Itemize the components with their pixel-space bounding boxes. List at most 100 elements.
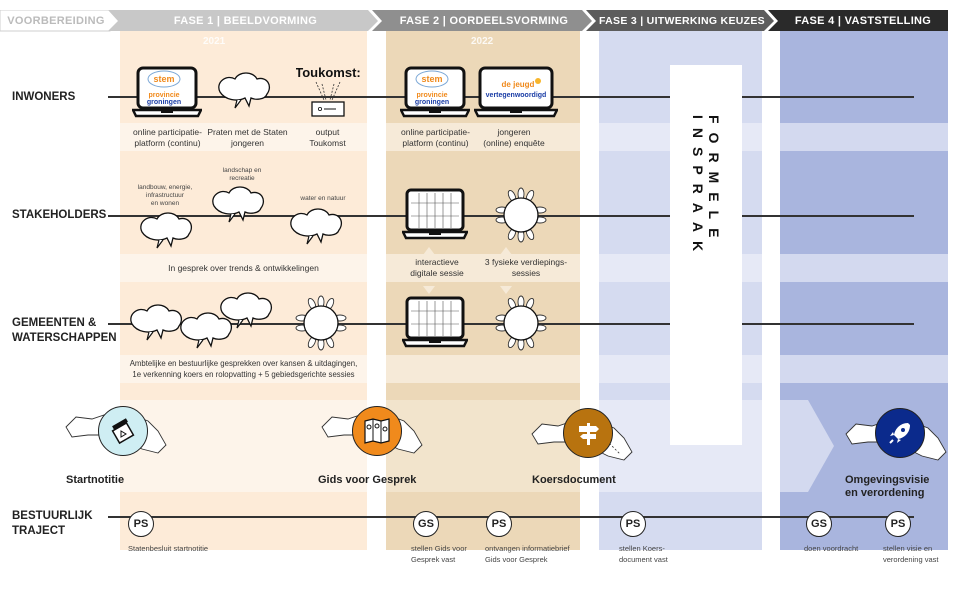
round-table-icon [495,187,547,243]
bestuurlijk-caption: Statenbesluit startnotitie [128,543,208,554]
inwoners-caption: output Toukomst [290,127,365,149]
caption-line: jongeren [230,138,265,148]
topic-line: landschap en [222,167,262,174]
topic-label: landschap en recreatie [212,167,272,183]
caption-line: interactieve [415,257,459,267]
caption-line: doen voordracht [804,544,859,553]
gemeenten-line-right [742,323,914,325]
signpost-icon [563,408,613,458]
inwoners-caption-strip [120,123,948,151]
milestone-line: en verordening [845,487,925,499]
caption-line: platform (continu) [402,138,469,148]
phase-arrows-bg [0,10,948,32]
topic-line: water en natuur [300,195,346,202]
caption-line: jongeren [497,127,531,137]
gs-badge: GS [806,511,832,537]
row-label-inwoners: INWONERS [12,91,76,103]
speech-clouds-icon [140,212,193,249]
phase-fase2: FASE 2 | OORDEELSVORMING [399,14,569,27]
topic-label: water en natuur [288,195,358,203]
physical-session-caption: 3 fysieke verdiepings- sessies [478,257,574,279]
milestone-koersdocument: Koersdocument [532,474,616,486]
caption-line: Praten met de Staten [207,127,288,137]
phase-voorbereiding: VOORBEREIDING [7,14,105,27]
stakeholders-line-right [742,215,914,217]
stakeholders-line [108,215,670,217]
caption-line: output [315,127,340,137]
caption-line: platform (continu) [134,138,201,148]
stakeholders-fase1-caption: In gesprek over trends & ontwikkelingen [168,263,319,273]
round-table-icon [295,295,347,351]
row-label-gemeenten-line1: GEMEENTEN & [12,317,97,329]
bestuurlijk-caption: ontvangen informatiebrief Gids voor Gesp… [485,543,570,565]
caption-line: online participatie- [133,127,202,137]
ps-badge: PS [128,511,154,537]
map-guide-icon [352,406,402,456]
speech-clouds-icon [218,72,271,109]
gs-badge: GS [413,511,439,537]
ps-badge: PS [620,511,646,537]
phase-fase1: FASE 1 | BEELDVORMING [173,14,318,27]
speech-clouds-icon [180,312,233,349]
formele-inspraak-text: FORMELE INSPRAAK [690,115,722,261]
laptop-stem-icon: stem provincie groningen [400,66,470,118]
round-table-icon [495,295,547,351]
caption-line: 3 fysieke verdiepings- [484,257,568,267]
milestone-line: Omgevingsvisie [845,474,930,486]
caption-line: (online) enquête [483,138,545,148]
toukomst-projector-icon: Toukomst: [296,65,360,117]
bestuurlijk-caption: stellen visie en verordening vast [883,543,938,565]
caption-line: ontvangen informatiebrief [485,544,570,553]
bestuurlijk-caption: doen voordracht [804,543,858,554]
row-label-stakeholders: STAKEHOLDERS [12,209,107,221]
caption-line: online participatie- [401,127,470,137]
stakeholders-caption-strip [120,254,948,282]
speech-clouds-icon [130,304,183,341]
connector-triangles [423,247,512,294]
caption-line: document vast [619,555,668,564]
topic-line: recreatie [229,175,255,182]
svg-text:stem: stem [153,74,174,84]
svg-text:stem: stem [421,74,442,84]
topic-line: landbouw, energie, [137,184,193,191]
phase-fase3: FASE 3 | UITWERKING KEUZES [599,14,765,27]
svg-text:provincie: provincie [416,92,447,99]
caption-line: sessies [511,268,541,278]
inwoners-caption: jongeren (online) enquête [474,127,554,149]
phase-fase4: FASE 4 | VASTSTELLING [794,14,932,27]
milestone-startnotitie: Startnotitie [66,474,125,486]
caption-line: Gids voor Gesprek [485,555,548,564]
year-2021: 2021 [203,36,226,47]
svg-text:Toukomst:: Toukomst: [296,65,360,80]
svg-text:groningen: groningen [147,99,181,106]
formele-inspraak-label: FORMELE INSPRAAK [670,115,742,395]
laptop-stem-icon: stem provincie groningen [132,66,202,118]
caption-line: stellen Koers- [619,544,665,553]
laptop-jeugd-icon: de jeugd vertegenwoordigd [474,66,558,118]
inwoners-caption: online participatie- platform (continu) [125,127,210,149]
caption-line: Toukomst [309,138,346,148]
inwoners-line [108,96,670,98]
digital-session-caption: interactieve digitale sessie [400,257,474,279]
gemeenten-caption: Ambtelijke en bestuurlijke gesprekken ov… [120,358,367,380]
rocket-icon [875,408,925,458]
row-label-gemeenten-line2: WATERSCHAPPEN [12,332,117,344]
row-label-bestuurlijk-line1: BESTUURLIJK [12,510,93,522]
video-call-laptop-icon [402,296,468,348]
speech-clouds-icon [220,292,273,329]
caption-line: Ambtelijke en bestuurlijke gesprekken ov… [129,359,358,368]
bestuurlijk-caption: stellen Gids voor Gesprek vast [411,543,467,565]
inwoners-line-right [742,96,914,98]
svg-text:groningen: groningen [415,99,449,106]
bestuurlijk-caption: stellen Koers- document vast [619,543,668,565]
gemeenten-caption-strip [120,355,948,383]
topic-line: en wonen [150,200,180,207]
row-label-bestuurlijk-line2: TRAJECT [12,525,66,537]
ps-badge: PS [486,511,512,537]
svg-text:vertegenwoordigd: vertegenwoordigd [486,92,547,99]
formele-inspraak-box [670,65,742,445]
caption-line: stellen Gids voor [411,544,467,553]
speech-clouds-icon [212,186,265,223]
topic-line: infrastructuur [146,192,184,199]
row-label-bestuurlijk: BESTUURLIJK TRAJECT [12,509,93,539]
